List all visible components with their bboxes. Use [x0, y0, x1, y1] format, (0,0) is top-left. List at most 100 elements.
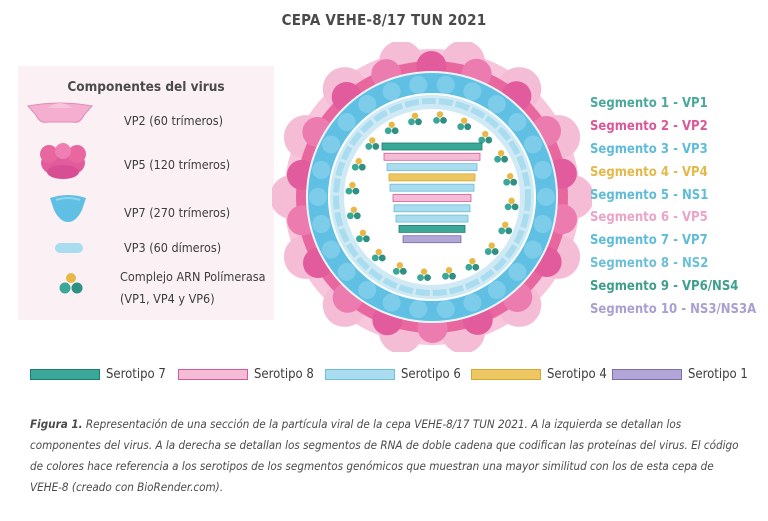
vp1-subunit: [371, 254, 379, 262]
polymerase-complex: [371, 248, 386, 262]
genome-segment-bar-6: [392, 194, 472, 202]
vp4-subunit: [497, 149, 505, 157]
vp7-trimer: [409, 300, 428, 319]
genome-segment-bars: [381, 142, 483, 244]
polymerase-complex: [498, 221, 513, 235]
vp4-subunit: [482, 130, 489, 138]
vp4-subunit: [506, 173, 514, 180]
vp1-subunit: [417, 274, 424, 282]
genome-segment-bar-7: [393, 204, 471, 213]
vp4-subunit: [460, 117, 468, 124]
vp1-subunit: [365, 143, 373, 150]
vp7-trimer: [322, 240, 341, 259]
vp1-subunit: [356, 235, 363, 243]
polymerase-complex: [345, 181, 360, 195]
vp6-subunit: [399, 267, 407, 275]
serotype-label: Serotipo 7: [106, 367, 166, 382]
polymerase-icon: [59, 273, 83, 294]
vp4-subunit: [396, 262, 404, 269]
vp7-trimer: [312, 160, 331, 179]
caption-figure-label: Figura 1.: [30, 417, 83, 431]
polymerase-complex: [365, 137, 380, 150]
polymerase-complex: [351, 158, 366, 171]
vp6-subunit: [372, 143, 380, 150]
vp6-subunit: [353, 212, 361, 220]
legend-vp3-label: VP3 (60 dímeros): [124, 240, 222, 255]
vp7-trimer: [487, 280, 506, 299]
polymerase-complex: [433, 111, 447, 124]
segment-label-5: Segmento 5 - NS1: [590, 187, 709, 203]
vp7-trimer: [537, 188, 555, 206]
polymerase-complex: [442, 266, 456, 280]
vp4-subunit: [420, 268, 428, 275]
vp6-subunit: [449, 272, 456, 280]
genome-segment-bar-9: [398, 224, 466, 233]
vp1-subunit: [345, 187, 353, 195]
serotype-swatch: [471, 369, 541, 380]
polymerase-complex: [503, 173, 518, 186]
polymerase-complex: [356, 229, 370, 243]
vp2-icon: [27, 102, 93, 123]
vp1-subunit: [457, 123, 465, 131]
vp6-subunit: [358, 163, 366, 171]
serotype-swatch: [178, 369, 248, 380]
vp7-trimer: [463, 293, 482, 312]
vp7-trimer: [463, 82, 482, 101]
vp1-subunit: [346, 212, 354, 220]
vp1-subunit: [384, 127, 392, 135]
vp3-icon: [55, 243, 83, 253]
vp6-subunit: [363, 235, 370, 243]
vp7-trimer: [409, 75, 428, 94]
figure-title: CEPA VEHE-8/17 TUN 2021: [281, 11, 487, 29]
vp6-subunit: [511, 203, 519, 211]
vp1-subunit: [433, 116, 440, 124]
vp4-subunit: [508, 197, 515, 205]
segment-label-6: Segmento 6 - VP5: [590, 210, 708, 226]
vp1-subunit: [392, 267, 400, 275]
segment-label-1: Segmento 1 - VP1: [590, 96, 708, 111]
vp1-subunit: [504, 203, 512, 211]
segment-label-4: Segmento 4 - VP4: [590, 164, 708, 180]
vp1-subunit: [442, 272, 449, 280]
segment-label-10: Segmento 10 - NS3/NS3A: [590, 302, 757, 318]
vp4-subunit: [355, 158, 362, 165]
vp7-trimer: [523, 135, 542, 154]
figure-caption: Figura 1. Representación de una sección …: [30, 414, 745, 498]
vp7-trimer: [508, 262, 527, 281]
vp7-trimer: [382, 293, 401, 312]
vp4-subunit: [350, 206, 358, 213]
vp6-subunit: [485, 136, 493, 144]
components-legend: Componentes del virus VP2 (60 trímeros) …: [18, 66, 274, 320]
serotype-swatch: [612, 369, 682, 380]
vp6-subunit: [391, 127, 399, 135]
vp6-subunit: [424, 274, 431, 282]
vp7-trimer: [508, 113, 527, 132]
vp6-subunit: [501, 155, 508, 163]
vp3-dimers: [333, 98, 531, 296]
genome-segment-bar-5: [389, 183, 475, 192]
vp7-icon: [50, 195, 86, 222]
vp7-trimer: [358, 95, 377, 114]
polymerase-complexes: [345, 111, 519, 282]
vp7-trimer: [358, 280, 377, 299]
vp6-subunit: [415, 118, 422, 126]
polymerase-complex: [384, 121, 399, 135]
polymerase-complex: [478, 130, 493, 144]
vp1-subunit: [408, 118, 415, 126]
serotype-label: Serotipo 8: [254, 367, 314, 382]
vp4-subunit: [411, 112, 419, 120]
polymerase-complex: [484, 242, 499, 255]
polymerase-complex: [417, 268, 431, 282]
vp6-subunit: [464, 123, 472, 131]
vp4-subunit: [445, 266, 453, 274]
vp4-subunit: [369, 137, 376, 144]
vp1-subunit: [478, 136, 486, 144]
segment-label-3: Segmento 3 - VP3: [590, 141, 708, 157]
vp6-subunit: [440, 116, 447, 124]
caption-line-4: VEHE-8 (creado con BioRender.com).: [30, 480, 224, 494]
vp7-trimer: [533, 160, 552, 179]
polymerase-complex: [392, 262, 407, 275]
vp4-subunit: [488, 242, 495, 249]
vp7-trimer: [312, 215, 331, 234]
